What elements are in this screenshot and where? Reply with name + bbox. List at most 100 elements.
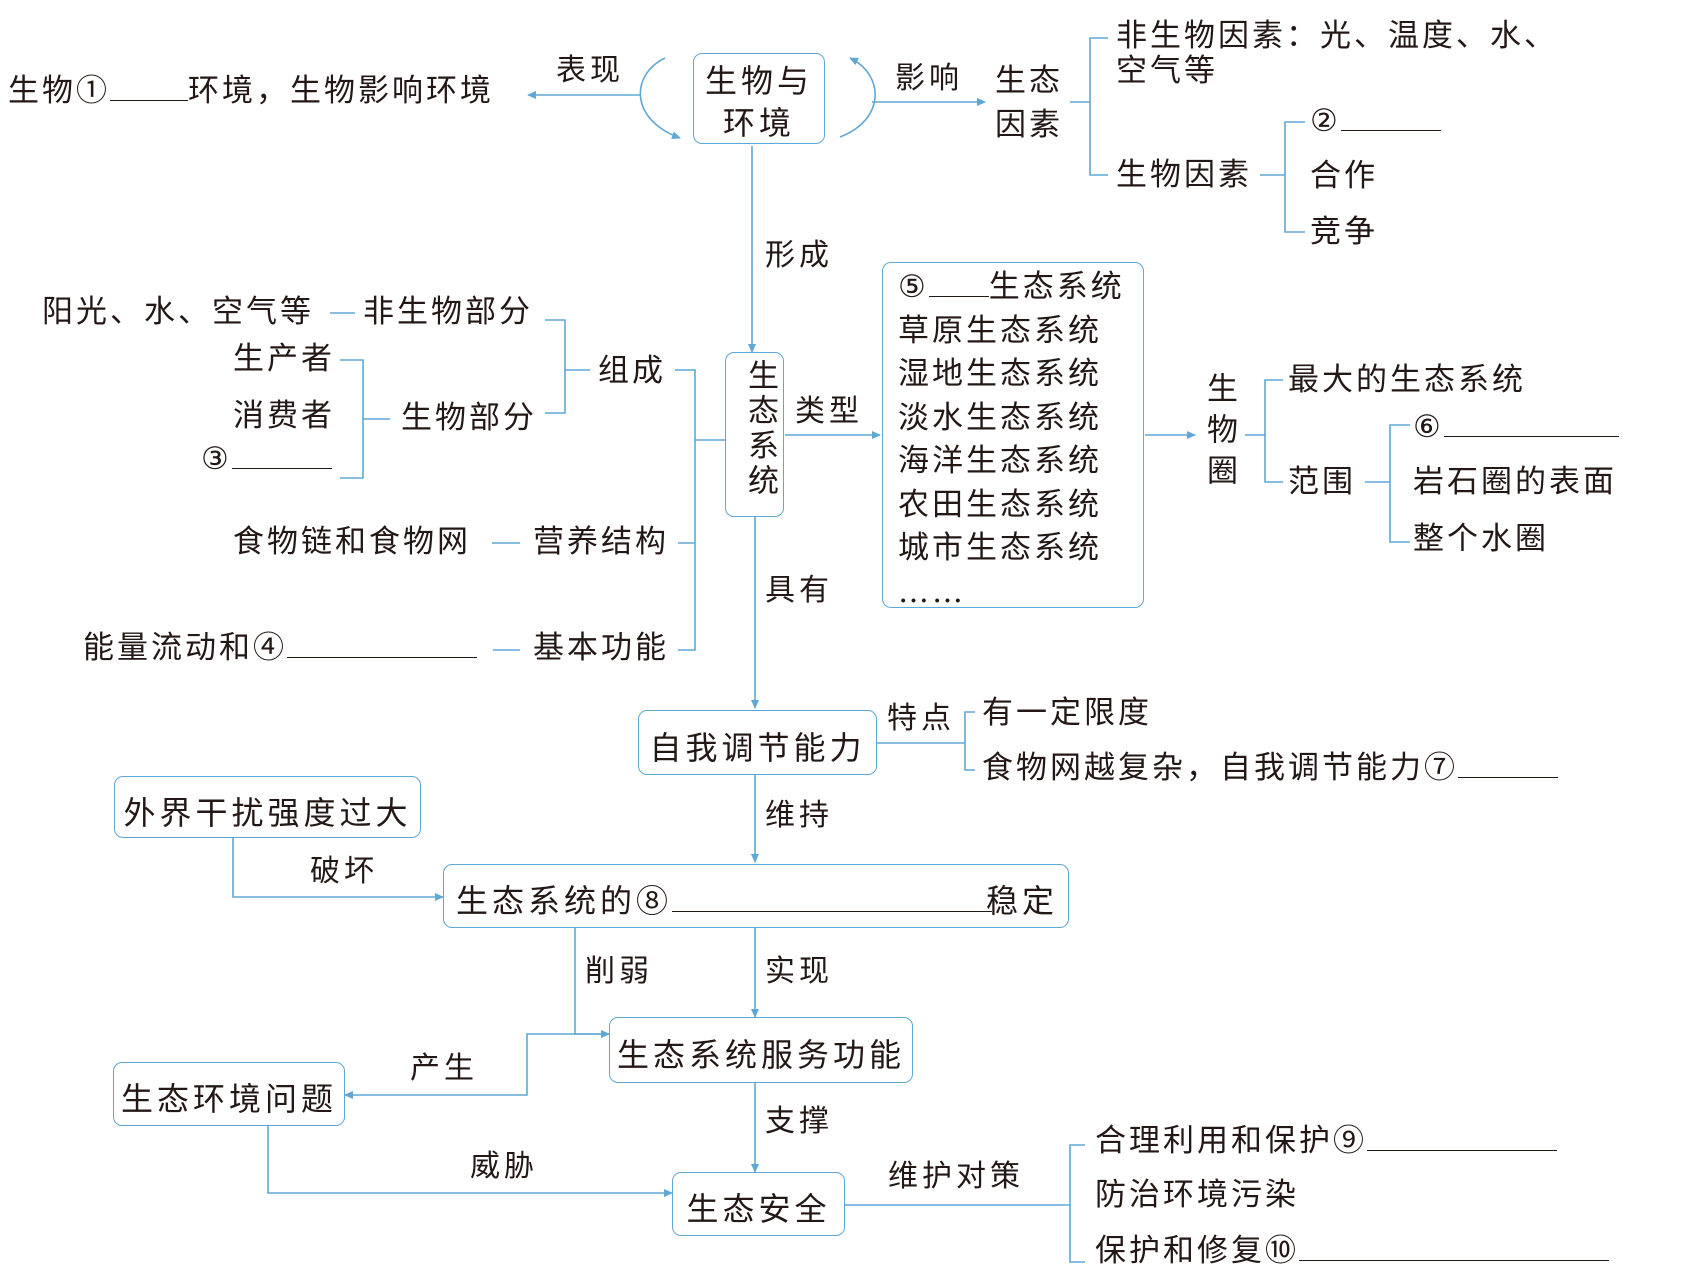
arrow-destroy [232,838,444,901]
type-item: 农田生态系统 [898,486,1102,523]
curve-left [639,57,681,140]
bracket-scope [1365,424,1410,543]
feature-limit: 有一定限度 [982,695,1152,731]
type-item: 淡水生态系统 [898,399,1102,436]
label-weaken: 削弱 [585,954,653,989]
compose-label: 组成 [598,353,666,389]
eco-factor-1: 生态 [995,63,1063,99]
node-safety: 生态安全 [672,1172,845,1236]
biotic-item-competition: 竞争 [1310,214,1378,250]
type-item: …… [898,573,966,610]
node-self-regulation: 自我调节能力 [638,710,877,775]
measure-restore: 保护和修复⑩ [1095,1232,1609,1270]
label-influence: 影响 [895,61,963,96]
biotic-factor-text: 生物因素 [1116,157,1252,193]
biotic-part: 生物部分 [401,400,537,436]
node-ecosystem: 生态系统 [725,352,784,517]
node-env-problem: 生态环境问题 [113,1062,345,1126]
blank-10 [1299,1234,1609,1261]
abiotic-part: 非生物部分 [363,294,533,330]
bracket-measures [1069,1144,1085,1263]
basic-function: 基本功能 [533,630,669,666]
biosphere-title: 生物圈 [1201,372,1237,495]
bracket-compose [545,319,590,414]
stability-suffix: 稳定 [985,882,1058,920]
marker-7: ⑦ [1424,750,1458,786]
curve-right [839,57,876,138]
type-item: 海洋生态系统 [898,443,1102,479]
feature-food-web: 食物网越复杂，自我调节能力⑦ [982,749,1558,787]
measure-pollution: 防治环境污染 [1095,1177,1299,1213]
blank-2 [1340,104,1441,131]
node-stability: 生态系统的⑧ 稳定 [443,864,1069,928]
blank-3 [231,442,332,469]
label-produce: 产生 [410,1051,478,1086]
bracket-biotic-items [340,359,390,479]
label-manifest: 表现 [556,53,624,88]
abiotic-factor-text-2: 空气等 [1116,53,1218,89]
blank-6 [1443,410,1619,437]
arrow-produce [344,1033,609,1099]
label-type: 类型 [795,394,863,429]
blank-9 [1367,1124,1557,1151]
trophic-structure: 营养结构 [533,524,669,560]
marker-10: ⑩ [1265,1233,1299,1269]
bracket-biosphere [1245,379,1283,483]
marker-6: ⑥ [1413,409,1444,445]
bracket-eco-factor [1070,37,1108,176]
label-countermeasure: 维护对策 [888,1159,1024,1194]
abiotic-factor-text: 非生物因素：光、温度、水、 [1116,18,1558,54]
label-form: 形成 [765,238,833,273]
label-support: 支撑 [765,1104,833,1139]
marker-4: ④ [253,630,287,666]
blank-4 [287,631,477,658]
scope-item-hydrosphere: 整个水圈 [1413,521,1549,557]
stability-prefix: 生态系统的 [456,882,637,920]
type-item: 草原生态系统 [898,312,1102,349]
abiotic-examples: 阳光、水、空气等 [42,294,314,330]
label-realize: 实现 [765,954,833,989]
blank-5 [928,270,989,297]
biotic-item-cooperation: 合作 [1310,158,1378,194]
biotic-item-2: ② [1310,102,1441,140]
decomposer-item: ③ [201,440,332,478]
blank-8 [672,885,993,912]
eco-factor-2: 因素 [995,107,1063,143]
marker-8: ⑧ [636,882,673,920]
node-bio-env: 生物与 环境 [693,53,825,144]
scope-item-6: ⑥ [1413,408,1619,446]
marker-2: ② [1310,103,1341,139]
bracket-biotic-factor [1260,121,1305,233]
label-maintain: 维持 [765,798,833,833]
measure-protect: 合理利用和保护⑨ [1095,1122,1557,1160]
consumers: 消费者 [233,398,335,434]
producers: 生产者 [233,341,335,377]
blank-1 [110,74,188,101]
bracket-feature [964,711,975,771]
biosphere-largest: 最大的生态系统 [1288,362,1526,398]
marker-5: ⑤ [898,269,929,305]
label-has: 具有 [765,573,833,608]
food-chain: 食物链和食物网 [233,524,471,560]
marker-9: ⑨ [1333,1123,1367,1159]
type-item: 湿地生态系统 [898,356,1102,392]
marker-3: ③ [201,441,232,477]
type-item: 城市生态系统 [898,530,1102,566]
node-disturbance: 外界干扰强度过大 [114,776,421,838]
node-service: 生态系统服务功能 [609,1017,913,1083]
energy-flow: 能量流动和④ [83,629,477,667]
label-feature: 特点 [887,701,955,736]
label-threaten: 威胁 [470,1149,538,1184]
label-destroy: 破坏 [310,854,378,889]
arrow-threaten [267,1126,673,1197]
scope-item-lithosphere: 岩石圈的表面 [1413,464,1617,500]
marker-1: ① [76,73,110,109]
node-types [882,262,1144,608]
blank-7 [1458,751,1558,778]
bracket-ecosystem-left [675,369,725,651]
biosphere-scope: 范围 [1288,464,1356,500]
